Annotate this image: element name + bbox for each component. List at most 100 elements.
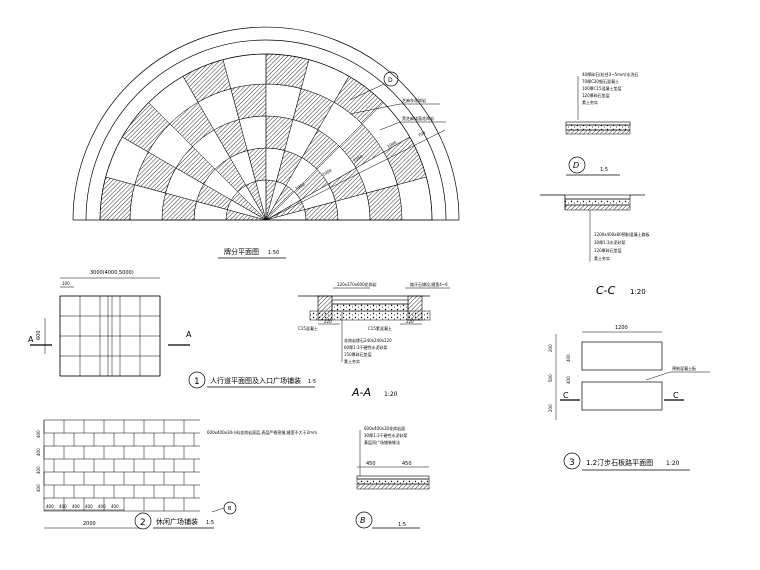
plan-scale: 1:50 [268,250,279,256]
detail-scale: 1:5 [398,522,406,528]
callout-circle [383,71,399,87]
section-scale: 1:20 [630,288,646,296]
layer-note: 花岗岩缘石240x240x120 [344,337,392,343]
detail-2-plan: 600x400x30小料花岗岩面层,表层严格密缝,缝宽不大于2mm 400 400… [36,419,317,530]
section-note: C15素混凝土 [368,325,392,331]
dim-text: 1000 [294,182,306,191]
dim-text: 400 [72,504,80,509]
layer-note: 120厚碎石垫层 [582,92,610,98]
detail-marker: B [360,516,366,525]
base-layer [309,310,431,321]
detail-number: 3 [569,458,575,468]
layer-note: 60厚1:3干硬性水泥砂浆 [344,344,388,350]
radial-dimension-line [265,129,446,221]
section-c-c: 1200x400x80预制混凝土路板 30厚1:3水泥砂浆 120厚碎石垫层 素… [540,194,650,297]
section-mark: C [563,391,569,400]
dim-text: 2000 [83,521,96,527]
leader-line [645,371,671,381]
layer-note: 1200x400x80预制混凝土路板 [594,231,650,237]
arc-ring-outer [72,26,460,221]
detail-scale: 1:5 [206,520,214,526]
paving-tile [222,53,267,89]
dim-text: 500 [548,374,553,382]
detail-marker: D [573,161,579,170]
detail-caption: 休闲广场铺装 [156,517,198,526]
callout-leader [349,83,385,101]
arc-ring-middle [85,39,447,221]
base-layer [356,483,430,490]
layer-note: 30厚1:3干硬性水泥砂浆 [364,432,408,438]
dim-text: 200 [548,404,553,412]
layer-note: 基层同广场铺装做法 [364,439,400,445]
detail-scale: 1:5 [308,379,316,385]
layer-note: 40厚碎石(粒径3~5mm)水洗石 [582,71,638,77]
section-title: C-C [596,284,616,297]
dim-text: 400 [85,504,93,509]
dim-text: 450 [366,461,376,467]
detail-marker-circle [568,156,586,174]
dim-text: 1000 [321,168,333,177]
dim-text: 220 [406,319,414,324]
detail-number: 2 [140,518,146,528]
concrete-layer [565,124,631,131]
detail-1-plan: 3000(4000,5000) 100 600 A A 1 人行道平面图及入口广… [28,270,316,389]
arc-ring-inner [99,53,433,221]
dim-text: 400 [46,504,54,509]
layer-note: 素土夯实 [594,255,610,261]
base-layer [565,129,631,135]
mortar-layer [356,478,430,485]
tile-grid [59,295,161,377]
slab-2 [581,381,663,411]
base-layer [564,204,631,211]
layer-note: 素土夯实 [582,99,598,105]
dim-text: 220 [324,319,332,324]
slab-layer [564,194,631,200]
leader-note: 预制混凝土板 [672,365,696,371]
dim-text: 200 [548,344,553,352]
layer-note: 100厚C15混凝土垫层 [582,85,622,91]
semicircle-plan: 1000 1000 1000 1000 700 D 芝麻灰花岗岩 黑芝麻烧面花岗… [72,26,460,259]
layer-note: 600x400x30花岗岩面 [364,425,405,431]
dim-text: 400 [98,504,106,509]
dim-text: 700 [417,130,426,138]
detail-scale: 1:5 [600,167,608,173]
brick-grid [43,419,200,512]
section-note: 120x370x600花岗岩 [337,281,377,287]
paving-note: 600x400x30小料花岗岩面层,表层严格密缝,缝宽不大于2mm [207,429,317,435]
callout-label: D [388,77,393,84]
layer-note: 120厚碎石垫层 [594,247,622,253]
detail-marker-circle [355,511,373,529]
section-mark: A [186,330,192,339]
layer-note: 素土夯实 [344,358,360,364]
section-mark: C [673,391,679,400]
callout-leader [211,507,225,513]
leader-line [379,121,401,131]
detail-caption: 1.2汀步石板路平面图 [586,458,653,467]
dim-text: 1000 [352,154,364,163]
semicircle-tile-pattern [99,53,433,221]
detail-d-section: 40厚碎石(粒径3~5mm)水洗石 70厚C20细石混凝土 100厚C15混凝土… [565,71,638,176]
paving-layer [331,299,409,305]
detail-number-circle [188,371,206,389]
dim-text: 400 [59,504,67,509]
leader-line [349,103,401,115]
section-a-a: 120x370x600花岗岩 路牙石铺设,缝宽4~6 C15混凝土 C15素混凝… [298,281,450,399]
callout-label: B [228,506,232,512]
section-title: A-A [351,386,371,399]
mortar-layer [331,303,409,312]
dim-text: 400 [36,484,41,492]
detail-caption: 人行道平面图及入口广场铺装 [210,376,301,385]
dim-text: 400 [566,376,571,384]
section-note: C15混凝土 [298,325,318,331]
section-note: 路牙石铺设,缝宽4~6 [410,281,448,287]
dim-text: 1000 [386,140,398,149]
dim-text: 450 [402,461,412,467]
plan-title: 牌分平面图 [224,247,259,256]
dim-text: 3000(4000,5000) [90,270,134,276]
dim-text: 400 [36,466,41,474]
dim-text: 100 [62,281,70,286]
detail-3-plan: 1200 200 400 500 400 200 预制混凝土板 C C 3 1.… [548,325,710,471]
detail-number-circle [134,512,152,530]
